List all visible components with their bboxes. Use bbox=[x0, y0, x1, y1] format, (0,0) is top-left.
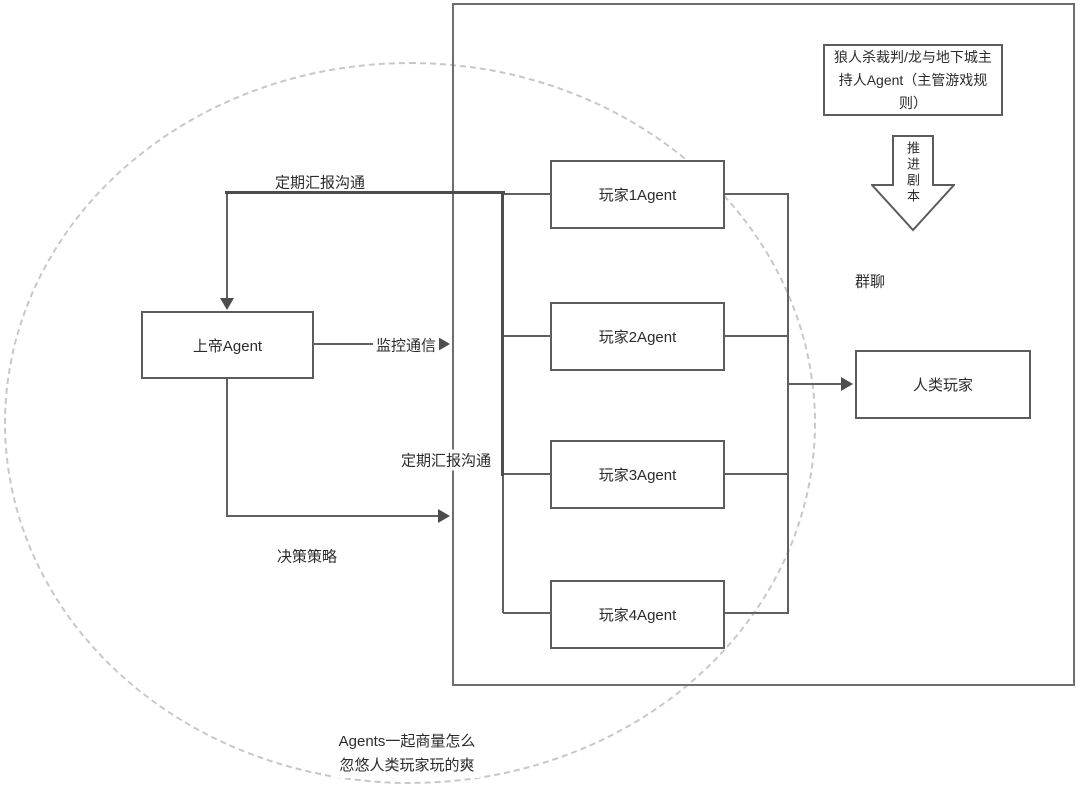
edge-strategy-vertical bbox=[226, 378, 228, 517]
node-god-agent: 上帝Agent bbox=[141, 311, 314, 379]
node-player2-agent: 玩家2Agent bbox=[550, 302, 725, 371]
edge-player4-collector bbox=[724, 612, 788, 614]
edge-label-monitor: 监控通信 bbox=[372, 334, 440, 356]
edge-label-strategy: 决策策略 bbox=[276, 548, 338, 566]
node-god-agent-label: 上帝Agent bbox=[192, 337, 263, 355]
edge-player-bus-lower bbox=[502, 476, 504, 613]
node-player4-agent-label: 玩家4Agent bbox=[598, 607, 677, 624]
node-player3-agent-label: 玩家3Agent bbox=[598, 467, 677, 484]
node-player3-agent: 玩家3Agent bbox=[550, 440, 725, 509]
group-chat-rectangle bbox=[452, 3, 1075, 686]
arrowhead-strategy bbox=[438, 509, 450, 523]
node-player2-agent-label: 玩家2Agent bbox=[598, 329, 677, 346]
node-human-player-label: 人类玩家 bbox=[912, 377, 973, 394]
edge-report-vertical-thick bbox=[501, 191, 504, 476]
edge-bus-player2 bbox=[503, 335, 550, 337]
collusion-note: Agents一起商量怎么 忽悠人类玩家玩的爽 bbox=[334, 730, 480, 778]
node-referee-agent-label: 狼人杀裁判/龙与地下城主持人Agent（主管游戏规则） bbox=[834, 48, 992, 111]
edge-bus-player3 bbox=[503, 473, 550, 475]
edge-bus-player4 bbox=[503, 612, 550, 614]
collusion-note-line2: 忽悠人类玩家玩的爽 bbox=[339, 757, 475, 774]
edge-label-report-mid: 定期汇报沟通 bbox=[397, 449, 495, 471]
edge-bus-player1 bbox=[504, 193, 550, 195]
group-chat-label: 群聊 bbox=[854, 273, 886, 291]
node-player4-agent: 玩家4Agent bbox=[550, 580, 725, 649]
edge-into-god-vertical bbox=[226, 194, 228, 300]
edge-player2-collector bbox=[724, 335, 788, 337]
edge-to-human bbox=[788, 383, 842, 385]
node-referee-agent: 狼人杀裁判/龙与地下城主持人Agent（主管游戏规则） bbox=[823, 44, 1003, 116]
advance-script-label: 推进剧本 bbox=[905, 141, 920, 205]
edge-label-report-top: 定期汇报沟通 bbox=[274, 174, 366, 192]
node-player1-agent-label: 玩家1Agent bbox=[598, 187, 677, 204]
arrowhead-monitor bbox=[438, 337, 450, 351]
edge-player3-collector bbox=[724, 473, 788, 475]
node-human-player: 人类玩家 bbox=[855, 350, 1031, 419]
edge-collector-vertical bbox=[787, 193, 789, 614]
edge-report-horizontal-thick bbox=[225, 191, 505, 194]
arrowhead-to-human bbox=[841, 377, 853, 391]
advance-script-arrow bbox=[869, 135, 957, 237]
edge-player1-collector bbox=[724, 193, 788, 195]
collusion-note-line1: Agents一起商量怎么 bbox=[338, 733, 476, 750]
agents-collusion-dashed-circle bbox=[4, 62, 816, 784]
node-player1-agent: 玩家1Agent bbox=[550, 160, 725, 229]
edge-monitor-line bbox=[313, 343, 375, 345]
edge-strategy-horizontal bbox=[226, 515, 438, 517]
arrowhead-into-god bbox=[220, 298, 234, 310]
